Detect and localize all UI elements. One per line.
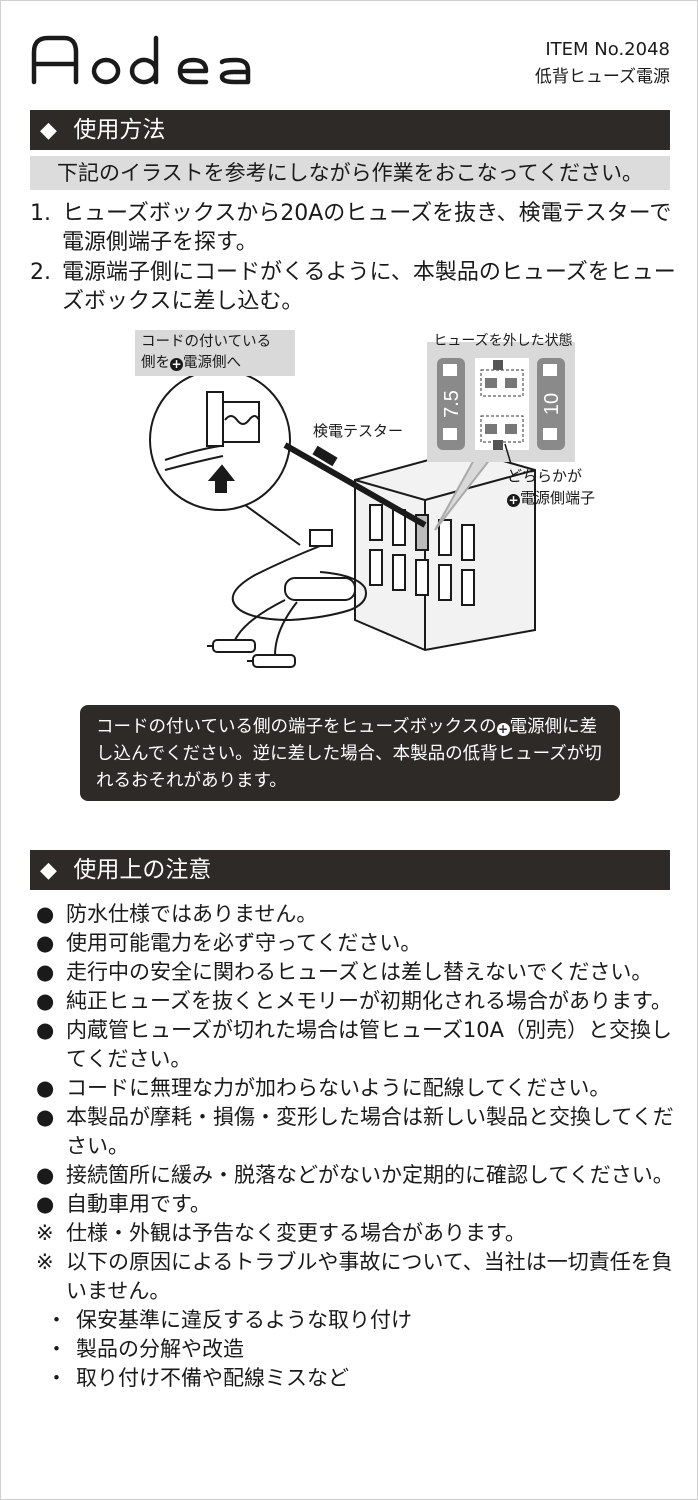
bullet-icon: ●	[36, 931, 55, 955]
cautions-list: ● 防水仕様ではありません。 ● 使用可能電力を必ず守ってください。 ● 走行中の安全…	[36, 900, 676, 1393]
plus-icon: +	[496, 722, 510, 736]
bullet-icon: ●	[36, 1105, 55, 1129]
bullet-icon: ●	[36, 960, 55, 984]
callout-line: 側を+電源側へ	[141, 353, 295, 374]
bullet-icon: ●	[36, 1076, 55, 1100]
note-mark-icon: ※	[36, 1221, 54, 1245]
dot-icon: ・	[46, 1308, 67, 1332]
brand-logo	[31, 35, 251, 85]
fuse-panel-title: ヒューズを外した状態	[433, 333, 573, 349]
caution-item: ● コードに無理な力が加わらないように配線してください。	[36, 1074, 676, 1103]
diamond-icon: ◆	[40, 858, 57, 883]
sub-item: ・取り付け不備や配線ミスなど	[36, 1364, 676, 1393]
caution-item: ● 純正ヒューズを抜くとメモリーが初期化される場合があります。	[36, 987, 676, 1016]
label-line: +電源側端子	[507, 487, 595, 509]
caution-text: 内蔵管ヒューズが切れた場合は管ヒューズ10A（別売）と交換してください。	[66, 1018, 672, 1071]
sub-item: ・保安基準に違反するような取り付け	[36, 1306, 676, 1335]
usage-heading: 使用方法	[73, 117, 166, 143]
plus-icon: +	[170, 357, 183, 371]
note-item: ※ 仕様・外観は予告なく変更する場合があります。	[36, 1219, 676, 1248]
step-number: 1.	[30, 201, 51, 226]
note-text: 仕様・外観は予告なく変更する場合があります。	[66, 1221, 526, 1245]
installation-illustration: 7.5 10	[149, 342, 575, 668]
caution-item: ● 内蔵管ヒューズが切れた場合は管ヒューズ10A（別売）と交換してください。	[36, 1016, 676, 1074]
step-item: 2. 電源端子側にコードがくるように、本製品のヒューズをヒューズボックスに差し込…	[30, 259, 678, 316]
caution-item: ● 接続箇所に緩み・脱落などがないか定期的に確認してください。	[36, 1161, 676, 1190]
caution-text: 接続箇所に緩み・脱落などがないか定期的に確認してください。	[66, 1163, 674, 1187]
caution-text: 本製品が摩耗・損傷・変形した場合は新しい製品と交換してください。	[66, 1105, 674, 1158]
caution-text: 純正ヒューズを抜くとメモリーが初期化される場合があります。	[66, 989, 672, 1013]
usage-heading-bar: ◆ 使用方法	[30, 110, 670, 150]
step-text: 電源端子側にコードがくるように、本製品のヒューズをヒューズボックスに差し込む。	[62, 260, 676, 314]
power-terminal-label: どちらかが +電源側端子	[507, 465, 595, 509]
step-item: 1. ヒューズボックスから20Aのヒューズを抜き、検電テスターで電源側端子を探す…	[30, 200, 678, 257]
note-text: 以下の原因によるトラブルや事故について、当社は一切責任を負いません。	[66, 1250, 673, 1303]
sub-item-text: 製品の分解や改造	[76, 1337, 244, 1361]
item-name: 低背ヒューズ電源	[534, 67, 670, 87]
caution-text: 防水仕様ではありません。	[66, 902, 318, 926]
callout-line: コードの付いている	[141, 334, 272, 350]
tester-label: 検電テスター	[313, 422, 404, 440]
note-mark-icon: ※	[36, 1250, 54, 1274]
label-line: どちらかが	[507, 467, 583, 485]
cautions-heading: 使用上の注意	[73, 857, 212, 883]
callout-text: 側を	[141, 355, 170, 371]
bullet-icon: ●	[36, 902, 55, 926]
item-number: ITEM No.2048	[545, 39, 670, 60]
cord-side-callout: コードの付いている 側を+電源側へ	[135, 330, 295, 376]
cautions-heading-bar: ◆ 使用上の注意	[30, 850, 670, 890]
usage-intro: 下記のイラストを参考にしながら作業をおこなってください。	[30, 156, 670, 190]
dot-icon: ・	[46, 1337, 67, 1361]
caution-item: ● 使用可能電力を必ず守ってください。	[36, 929, 676, 958]
notice-box: コードの付いている側の端子をヒューズボックスの+電源側に差し込んでください。逆に…	[80, 705, 620, 801]
sub-item-text: 保安基準に違反するような取り付け	[76, 1308, 412, 1332]
notice-text: コードの付いている側の端子をヒューズボックスの	[96, 717, 497, 737]
step-number: 2.	[30, 260, 51, 285]
diamond-icon: ◆	[40, 118, 57, 143]
caution-text: 自動車用です。	[66, 1192, 211, 1216]
dot-icon: ・	[46, 1366, 67, 1390]
caution-text: 使用可能電力を必ず守ってください。	[66, 931, 422, 955]
notice-text: 電源側に差し込んでください。逆に差した場合、本製品の低背ヒューズが切れるおそれが…	[96, 717, 602, 791]
sub-item: ・製品の分解や改造	[36, 1335, 676, 1364]
caution-text: 走行中の安全に関わるヒューズとは差し替えないでください。	[66, 960, 653, 984]
caution-item: ● 走行中の安全に関わるヒューズとは差し替えないでください。	[36, 958, 676, 987]
caution-item: ● 防水仕様ではありません。	[36, 900, 676, 929]
label-text: 電源側端子	[520, 489, 596, 507]
note-item: ※ 以下の原因によるトラブルや事故について、当社は一切責任を負いません。	[36, 1248, 676, 1306]
bullet-icon: ●	[36, 1192, 55, 1216]
callout-text: 電源側へ	[183, 355, 241, 371]
fuse-right-rating: 10	[541, 393, 563, 415]
usage-steps: 1. ヒューズボックスから20Aのヒューズを抜き、検電テスターで電源側端子を探す…	[30, 200, 678, 318]
caution-item: ● 自動車用です。	[36, 1190, 676, 1219]
plus-icon: +	[507, 493, 520, 507]
step-text: ヒューズボックスから20Aのヒューズを抜き、検電テスターで電源側端子を探す。	[62, 201, 672, 255]
bullet-icon: ●	[36, 1163, 55, 1187]
sub-item-text: 取り付け不備や配線ミスなど	[76, 1366, 349, 1390]
caution-text: コードに無理な力が加わらないように配線してください。	[66, 1076, 611, 1100]
bullet-icon: ●	[36, 1018, 55, 1042]
fuse-left-rating: 7.5	[441, 390, 463, 418]
caution-item: ● 本製品が摩耗・損傷・変形した場合は新しい製品と交換してください。	[36, 1103, 676, 1161]
bullet-icon: ●	[36, 989, 55, 1013]
